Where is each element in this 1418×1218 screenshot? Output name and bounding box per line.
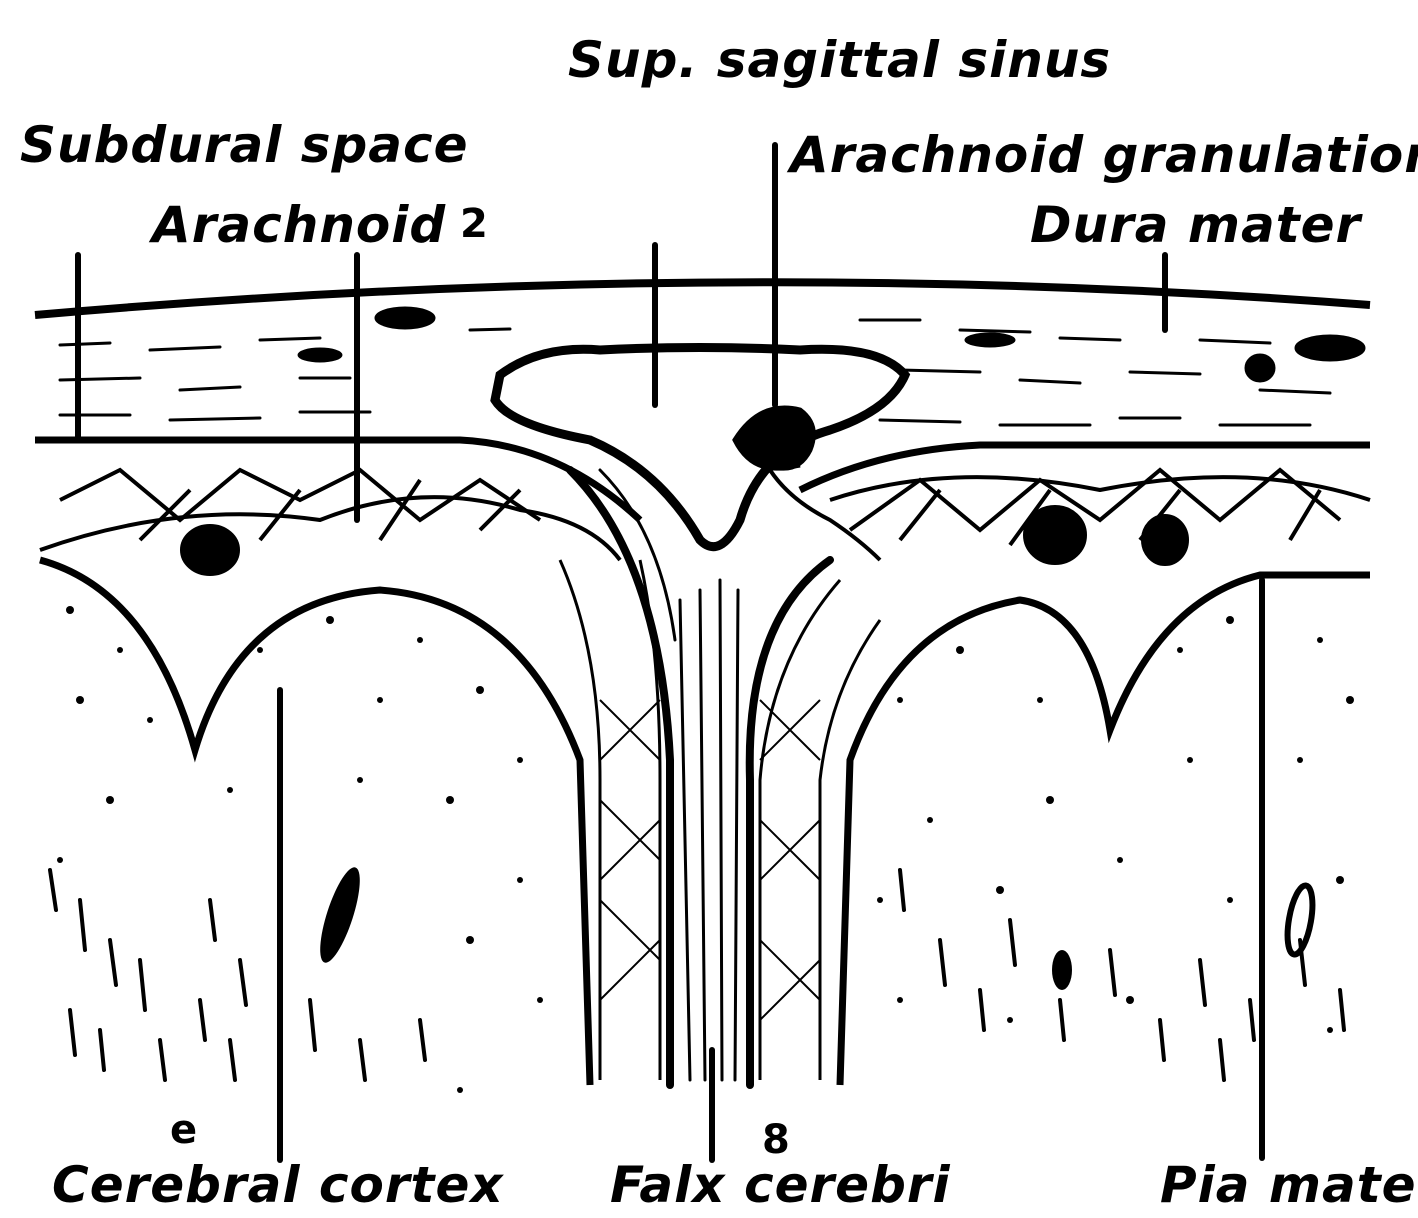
dural-vessel [1245,354,1275,382]
mark-arachnoid: 2 [460,204,489,244]
cortical-vessel [1052,950,1072,990]
mark-cortex: e [170,1110,198,1150]
cortical-vessel [312,863,368,966]
dural-vessel [298,348,342,362]
label-arachnoid-granulation: Arachnoid granulation [790,130,1418,180]
falx-cerebri [570,470,830,1085]
label-dura-mater: Dura mater [1030,200,1361,250]
label-falx-cerebri: Falx cerebri [610,1160,951,1210]
mark-falx: 8 [762,1120,791,1160]
label-pia-mater: Pia mater [1160,1160,1418,1210]
dural-vessel [965,333,1015,347]
label-arachnoid: Arachnoid [152,200,446,250]
dural-vessel [375,307,435,329]
label-sup-sagittal-sinus: Sup. sagittal sinus [568,35,1111,85]
dural-vessel [1295,335,1365,361]
label-cerebral-cortex: Cerebral cortex [52,1160,504,1210]
cortex-hatching [50,870,1344,1080]
label-subdural-space: Subdural space [20,120,469,170]
